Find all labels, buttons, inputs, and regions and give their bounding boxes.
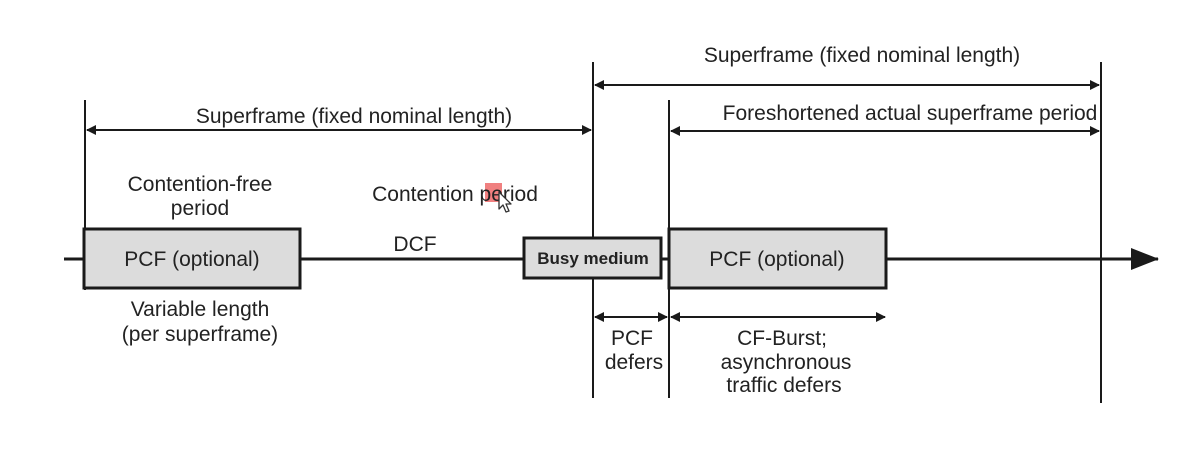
- text-highlight: [485, 183, 502, 202]
- pcf-right-label: PCF (optional): [709, 248, 844, 271]
- pcf-left-label: PCF (optional): [124, 248, 259, 271]
- busy-medium-box: [522, 236, 663, 280]
- cf-burst-line3: traffic defers: [726, 374, 841, 397]
- mouse-pointer-icon: [498, 191, 512, 213]
- cf-period-label-line2: period: [171, 197, 229, 220]
- pcf-defers-line2: defers: [605, 351, 663, 374]
- cf-period-label-line1: Contention-free: [128, 173, 273, 196]
- cf-burst-line2: asynchronous: [721, 351, 852, 374]
- contention-period-label: Contention period: [372, 183, 538, 206]
- variable-length-line1: Variable length: [131, 298, 270, 321]
- cf-burst-line1: CF-Burst;: [737, 327, 827, 350]
- dcf-label: DCF: [393, 233, 436, 256]
- pcf-defers-line1: PCF: [611, 327, 653, 350]
- pcf-box-left: [82, 227, 302, 290]
- superframe-left-label: Superframe (fixed nominal length): [196, 105, 512, 128]
- superframe-right-label: Superframe (fixed nominal length): [704, 44, 1020, 67]
- pcf-box-right: [667, 227, 888, 290]
- foreshortened-label: Foreshortened actual superframe period: [723, 102, 1098, 125]
- variable-length-line2: (per superframe): [122, 323, 278, 346]
- busy-medium-label: Busy medium: [537, 249, 648, 268]
